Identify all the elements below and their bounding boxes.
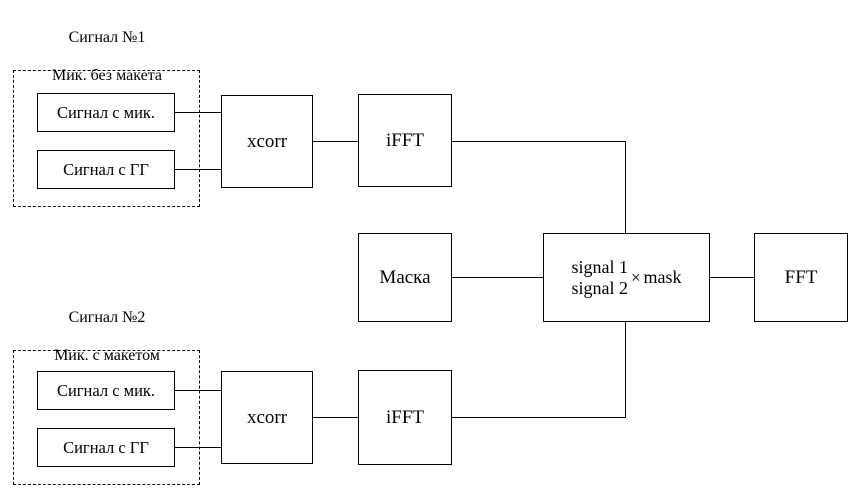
- node-xcorr-signal-2[interactable]: xcorr: [221, 371, 313, 464]
- wire-ifft1-to-combine-vertical: [625, 141, 627, 234]
- wire-mic2-to-xcorr2: [175, 390, 221, 392]
- group-box-signal-2: [13, 350, 200, 485]
- combine-expression: signal 1 signal 2 × mask: [571, 257, 681, 297]
- group-box-signal-1: [13, 70, 200, 207]
- wire-ifft2-to-combine-horizontal: [452, 417, 626, 419]
- node-mic-signal-2[interactable]: Сигнал с мик.: [37, 371, 175, 410]
- multiply-operator-icon: ×: [630, 267, 641, 287]
- combine-denominator: signal 2: [571, 277, 628, 298]
- group-caption-signal-1-line1: Сигнал №1: [68, 28, 146, 46]
- wire-ifft1-to-combine-horizontal: [452, 141, 626, 143]
- wire-speaker1-to-xcorr1: [175, 169, 221, 171]
- combine-numerator: signal 1: [571, 257, 628, 278]
- node-ifft-signal-1[interactable]: iFFT: [358, 94, 452, 187]
- node-speaker-signal-2[interactable]: Сигнал с ГГ: [37, 428, 175, 467]
- combine-fraction: signal 1 signal 2: [571, 257, 628, 297]
- node-ifft-signal-2[interactable]: iFFT: [358, 370, 452, 465]
- node-combine[interactable]: signal 1 signal 2 × mask: [543, 233, 710, 322]
- node-speaker-signal-1[interactable]: Сигнал с ГГ: [37, 150, 175, 189]
- wire-speaker2-to-xcorr2: [175, 447, 221, 449]
- node-xcorr-signal-1[interactable]: xcorr: [221, 95, 313, 188]
- wire-xcorr2-to-ifft2: [313, 417, 358, 419]
- node-mask[interactable]: Маска: [358, 233, 452, 322]
- wire-mask-to-combine: [452, 277, 543, 279]
- wire-ifft2-to-combine-vertical: [625, 322, 627, 418]
- group-caption-signal-2-line1: Сигнал №2: [68, 308, 146, 326]
- wire-xcorr1-to-ifft1: [313, 141, 358, 143]
- combine-mask-operand: mask: [643, 267, 682, 288]
- wire-combine-to-fft: [710, 277, 754, 279]
- node-mic-signal-1[interactable]: Сигнал с мик.: [37, 93, 175, 132]
- node-fft[interactable]: FFT: [754, 233, 848, 322]
- wire-mic1-to-xcorr1: [175, 112, 221, 114]
